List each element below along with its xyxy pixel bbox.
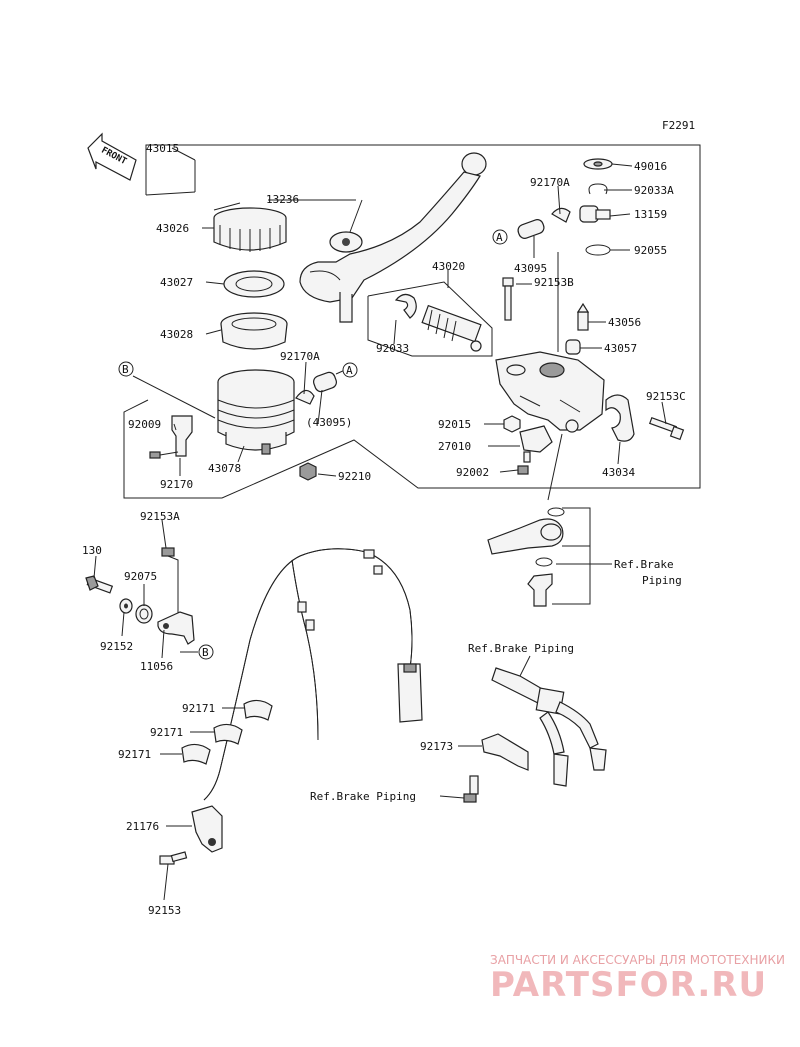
svg-text:B: B	[122, 363, 129, 376]
part-label: 43020	[432, 260, 465, 273]
part-label: 43027	[160, 276, 193, 289]
circlip-92033A	[588, 183, 608, 195]
bolt-130	[85, 575, 114, 594]
bleeder-43056	[576, 302, 590, 331]
part-label: 92015	[438, 418, 471, 431]
part-label: 11056	[140, 660, 173, 673]
watermark-logo: PARTSFOR.RU	[490, 965, 767, 1005]
part-label: (43095)	[306, 416, 352, 429]
clamp-92170	[149, 415, 193, 459]
part-label: 92170A	[530, 176, 570, 189]
callout-b-2: B	[198, 644, 214, 660]
diaphragm-plate-43027	[223, 270, 285, 298]
nut-92210	[299, 462, 317, 481]
master-cylinder-body	[495, 351, 605, 433]
banjo-fitting	[487, 507, 565, 607]
part-label: 92153	[148, 904, 181, 917]
leader-lines	[93, 147, 667, 901]
bolt-92173	[463, 775, 479, 803]
part-label: 92171	[182, 702, 215, 715]
reservoir-cap-43026	[213, 207, 287, 252]
part-label: 21176	[126, 820, 159, 833]
callout-a-1: A	[342, 362, 358, 378]
hose-clip-right	[517, 207, 571, 239]
collar-92075	[135, 604, 153, 624]
part-label: 27010	[438, 440, 471, 453]
sensor-21176	[191, 805, 223, 853]
reservoir-body-43078	[217, 369, 295, 455]
bolt-92153A	[161, 547, 175, 557]
cap-49016	[583, 158, 613, 170]
oring-92055	[585, 244, 611, 256]
part-label: 43015	[146, 142, 179, 155]
bracket-11056	[157, 611, 195, 645]
part-label: 92009	[128, 418, 161, 431]
part-label: 92055	[634, 244, 667, 257]
clamp-92171-3	[181, 743, 211, 765]
figure-code: F2291	[662, 119, 695, 132]
clamp-92171-1	[243, 699, 273, 721]
part-label: 92171	[150, 726, 183, 739]
part-label: 92002	[456, 466, 489, 479]
piston-kit-43020	[367, 281, 493, 357]
part-label: 92210	[338, 470, 371, 483]
hose-clip-left	[295, 371, 337, 405]
svg-text:A: A	[346, 364, 353, 377]
part-label: 92033	[376, 342, 409, 355]
part-label: 92173	[420, 740, 453, 753]
part-label: 43095	[514, 262, 547, 275]
nut-92015	[503, 415, 521, 433]
part-label: 92075	[124, 570, 157, 583]
part-label: 43034	[602, 466, 635, 479]
callout-a-2: A	[492, 229, 508, 245]
brake-lever-13236	[299, 152, 487, 323]
part-label: 92153C	[646, 390, 686, 403]
bolt-92153C	[648, 416, 685, 441]
clamp-43034	[605, 394, 635, 442]
front-arrow-icon: FRONT	[87, 132, 137, 181]
watermark-tagline: ЗАПЧАСТИ И АКСЕССУАРЫ ДЛЯ МОТОТЕХНИКИ	[490, 953, 785, 967]
part-label: 49016	[634, 160, 667, 173]
screw-92002	[517, 465, 529, 475]
reference-labels: Ref.Brake Piping Ref.Brake Piping Ref.Br…	[310, 558, 682, 803]
part-label: 13159	[634, 208, 667, 221]
frame-43015	[123, 144, 701, 499]
bolt-92153B	[502, 277, 514, 321]
part-label: 92170	[160, 478, 193, 491]
watermark: ЗАПЧАСТИ И АКСЕССУАРЫ ДЛЯ МОТОТЕХНИКИ PA…	[490, 953, 785, 1005]
ref-brake-piping-3: Ref.Brake Piping	[310, 790, 416, 803]
part-label: 43026	[156, 222, 189, 235]
part-label: 92153A	[140, 510, 180, 523]
part-label: 92152	[100, 640, 133, 653]
ref-brake-piping-1a: Ref.Brake	[614, 558, 674, 571]
washer-92152	[119, 598, 133, 614]
part-label: 130	[82, 544, 102, 557]
part-label: 43056	[608, 316, 641, 329]
part-label: 92170A	[280, 350, 320, 363]
svg-text:A: A	[496, 231, 503, 244]
part-label: 92171	[118, 748, 151, 761]
cap-43057	[565, 339, 581, 355]
part-label: 13236	[266, 193, 299, 206]
bolt-92153	[159, 851, 188, 865]
part-label: 92033A	[634, 184, 674, 197]
part-label: 43057	[604, 342, 637, 355]
ref-brake-piping-1b: Piping	[642, 574, 682, 587]
part-label: 43028	[160, 328, 193, 341]
part-label: 92153B	[534, 276, 574, 289]
connector-13159	[579, 205, 611, 223]
part-labels: 43015 13236 43026 43027 43028 92170A (43…	[82, 142, 686, 917]
svg-text:B: B	[202, 646, 209, 659]
ref-brake-piping-2: Ref.Brake Piping	[468, 642, 574, 655]
brake-hose	[203, 548, 423, 801]
brake-piping-lower	[481, 667, 607, 787]
callout-b-1: B	[118, 361, 134, 377]
diaphragm-43028	[220, 312, 288, 350]
part-label: 43078	[208, 462, 241, 475]
switch-27010	[519, 425, 553, 463]
clamp-92171-2	[213, 723, 243, 745]
